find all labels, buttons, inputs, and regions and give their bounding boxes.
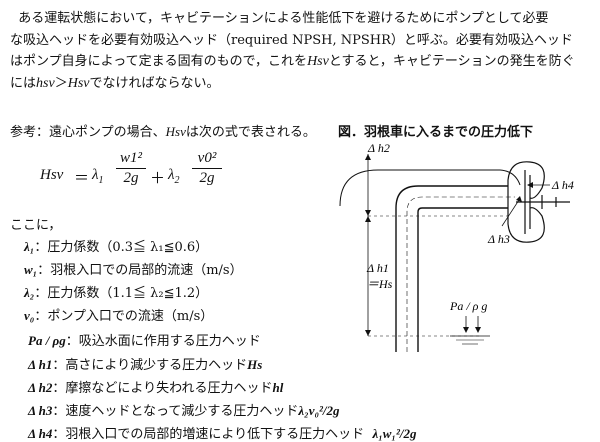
definition-item: w₁：羽根入口での局部的流速（m/s）: [24, 262, 243, 278]
definition-item: λ₁：圧力係数（0.3≦ λ₁≦0.6）: [24, 239, 209, 255]
intro-line-1: ある運転状態において，キャビテーションによる性能低下を避けるためにポンプとして必…: [18, 11, 549, 26]
pa-arrowhead-right: [475, 327, 481, 333]
definitions-header: ここに，: [10, 218, 62, 233]
intro-line-4: にはhsv＞Hsvでなければならない。: [10, 75, 220, 91]
formula-equals: ＝: [74, 171, 90, 187]
h3-arrowhead: [516, 196, 522, 202]
pipe-centerline: [406, 196, 515, 352]
definition-item: Δ h4：羽根入口での局部的増速により低下する圧力ヘッド λ₁w₁²/2g: [28, 426, 417, 442]
definition-item: Δ h1：高さにより減少する圧力ヘッドHs: [28, 357, 263, 373]
pa-arrowhead-left: [463, 327, 469, 333]
formula-plus: ＋: [150, 171, 166, 187]
formula-lhs: Hsv: [40, 167, 64, 183]
reference-note: 参考：遠心ポンプの場合、Hsvは次の式で表される。: [10, 124, 316, 140]
intro-paragraph: ある運転状態において，キャビテーションによる性能低下を避けるためにポンプとして必…: [10, 8, 590, 94]
definition-item: Pa / ρg：吸込水面に作用する圧力ヘッド: [28, 333, 261, 349]
h2-arrowhead: [365, 210, 371, 216]
h3-arrow: [501, 199, 520, 227]
figure-title: 図．羽根車に入るまでの圧力低下: [338, 125, 534, 140]
label-h3: Δ h3: [487, 232, 510, 246]
h1-arrowhead-top: [365, 216, 371, 222]
formula-lambda2: λ2: [168, 167, 180, 186]
h1-arrowhead-bottom: [365, 330, 371, 336]
definition-item: Δ h3：速度ヘッドとなって減少する圧力ヘッドλ₂v₀²/2g: [28, 403, 340, 419]
label-hs: ＝Hs: [367, 277, 393, 291]
pressure-line: [339, 169, 521, 207]
label-h1: Δ h1: [366, 261, 389, 275]
definition-item: v₀：ポンプ入口での流速（m/s）: [24, 308, 214, 324]
label-h2: Δ h2: [367, 141, 390, 155]
hsv-variable: Hsv: [307, 54, 329, 69]
label-pa: Pa / ρ g: [449, 299, 487, 313]
intro-line-3: はポンプ自身によって定まる固有のもので，これをHsvとすると，キャビテーションの…: [10, 54, 575, 69]
suction-pipe-outer: [395, 185, 508, 352]
pump-diagram: Δ h2 Δ h4 Δ h3 Δ h1 ＝Hs Pa / ρ g: [339, 141, 574, 352]
label-h4: Δ h4: [551, 178, 574, 192]
suction-pipe-inner: [417, 207, 508, 352]
h2-arrowhead-top: [365, 154, 371, 160]
formula-lambda1: λ1: [92, 167, 104, 186]
definition-item: λ₂：圧力係数（1.1≦ λ₂≦1.2）: [24, 285, 209, 301]
definition-item: Δ h2：摩擦などにより失われる圧力ヘッドhl: [28, 380, 284, 396]
h4-arrowhead: [527, 182, 533, 188]
intro-line-2: な吸込ヘッドを必要有効吸込ヘッド（required NPSH, NPSHR）と呼…: [10, 32, 573, 48]
